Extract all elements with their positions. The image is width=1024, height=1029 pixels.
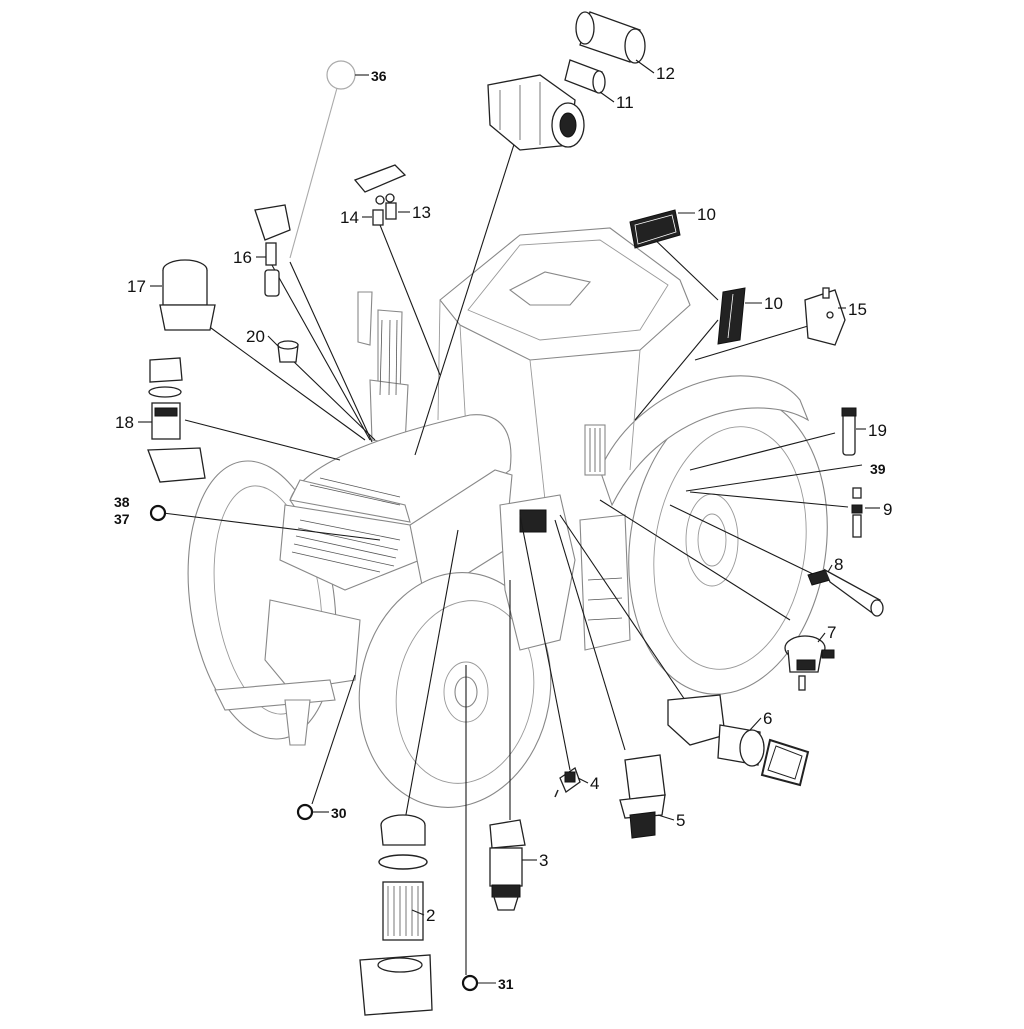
part-8-sensor — [807, 568, 884, 617]
callout-14: 14 — [340, 208, 359, 227]
hood — [279, 414, 513, 601]
part-9-filter — [851, 487, 863, 538]
part-11-inner-element — [564, 59, 606, 94]
tractor-illustration — [187, 227, 828, 808]
part-17-air-dryer — [159, 259, 216, 331]
part-7-prefilter — [784, 635, 835, 691]
callout-15: 15 — [848, 300, 867, 319]
callout-labels: 2 3 4 5 6 7 8 9 10 10 11 12 13 14 15 16 … — [114, 64, 892, 992]
part-16-filter — [254, 204, 291, 297]
callout-8: 8 — [834, 555, 843, 574]
engine-side — [499, 494, 631, 651]
part-13-14-fittings — [353, 164, 407, 226]
callout-18: 18 — [115, 413, 134, 432]
part-4-inline-filter — [554, 766, 581, 798]
part-3-fuel-filter — [489, 819, 526, 911]
right-rear-wheel — [628, 395, 828, 695]
leader-lines — [162, 87, 863, 975]
callout-4: 4 — [590, 774, 599, 793]
parts — [147, 11, 884, 1016]
part-37-38-oring — [149, 504, 167, 522]
callout-9: 9 — [883, 500, 892, 519]
callout-20: 20 — [246, 327, 265, 346]
callout-37: 37 — [114, 511, 130, 527]
callout-13: 13 — [412, 203, 431, 222]
part-18-hydraulic-filter — [147, 357, 206, 483]
callout-5: 5 — [676, 811, 685, 830]
callout-30: 30 — [331, 805, 347, 821]
front-axle — [214, 599, 361, 746]
callout-2: 2 — [426, 906, 435, 925]
part-19-filter — [841, 407, 857, 456]
part-5-fuel-filter — [619, 754, 666, 839]
part-2-oil-filter — [359, 814, 433, 1016]
cab — [437, 227, 691, 501]
part-10-cabin-filter-top — [629, 209, 681, 249]
part-36-ring — [326, 60, 356, 90]
callout-16: 16 — [233, 248, 252, 267]
callout-6: 6 — [763, 709, 772, 728]
callout-11: 11 — [616, 93, 634, 112]
part-20-cap — [277, 340, 299, 363]
front-wheel — [358, 572, 552, 808]
callout-10-side: 10 — [764, 294, 783, 313]
part-31-oring — [461, 974, 479, 992]
part-10-cabin-filter-side — [717, 287, 746, 345]
callout-36: 36 — [371, 68, 387, 84]
callout-3: 3 — [539, 851, 548, 870]
callout-10-top: 10 — [697, 205, 716, 224]
callout-7: 7 — [827, 623, 836, 642]
rear-fender — [599, 375, 810, 507]
part-15-valve-block — [804, 287, 846, 346]
callout-31: 31 — [498, 976, 514, 992]
air-cleaner-housing — [487, 74, 585, 151]
label-ticks — [138, 59, 880, 984]
part-6-air-filter — [667, 694, 810, 787]
callout-12: 12 — [656, 64, 675, 83]
callout-39: 39 — [870, 461, 886, 477]
exhaust-stack — [357, 291, 409, 446]
callout-38: 38 — [114, 494, 130, 510]
callout-19: 19 — [868, 421, 887, 440]
part-12-air-filter-sleeve — [575, 11, 646, 64]
part-30-oring — [296, 803, 314, 821]
callout-17: 17 — [127, 277, 146, 296]
